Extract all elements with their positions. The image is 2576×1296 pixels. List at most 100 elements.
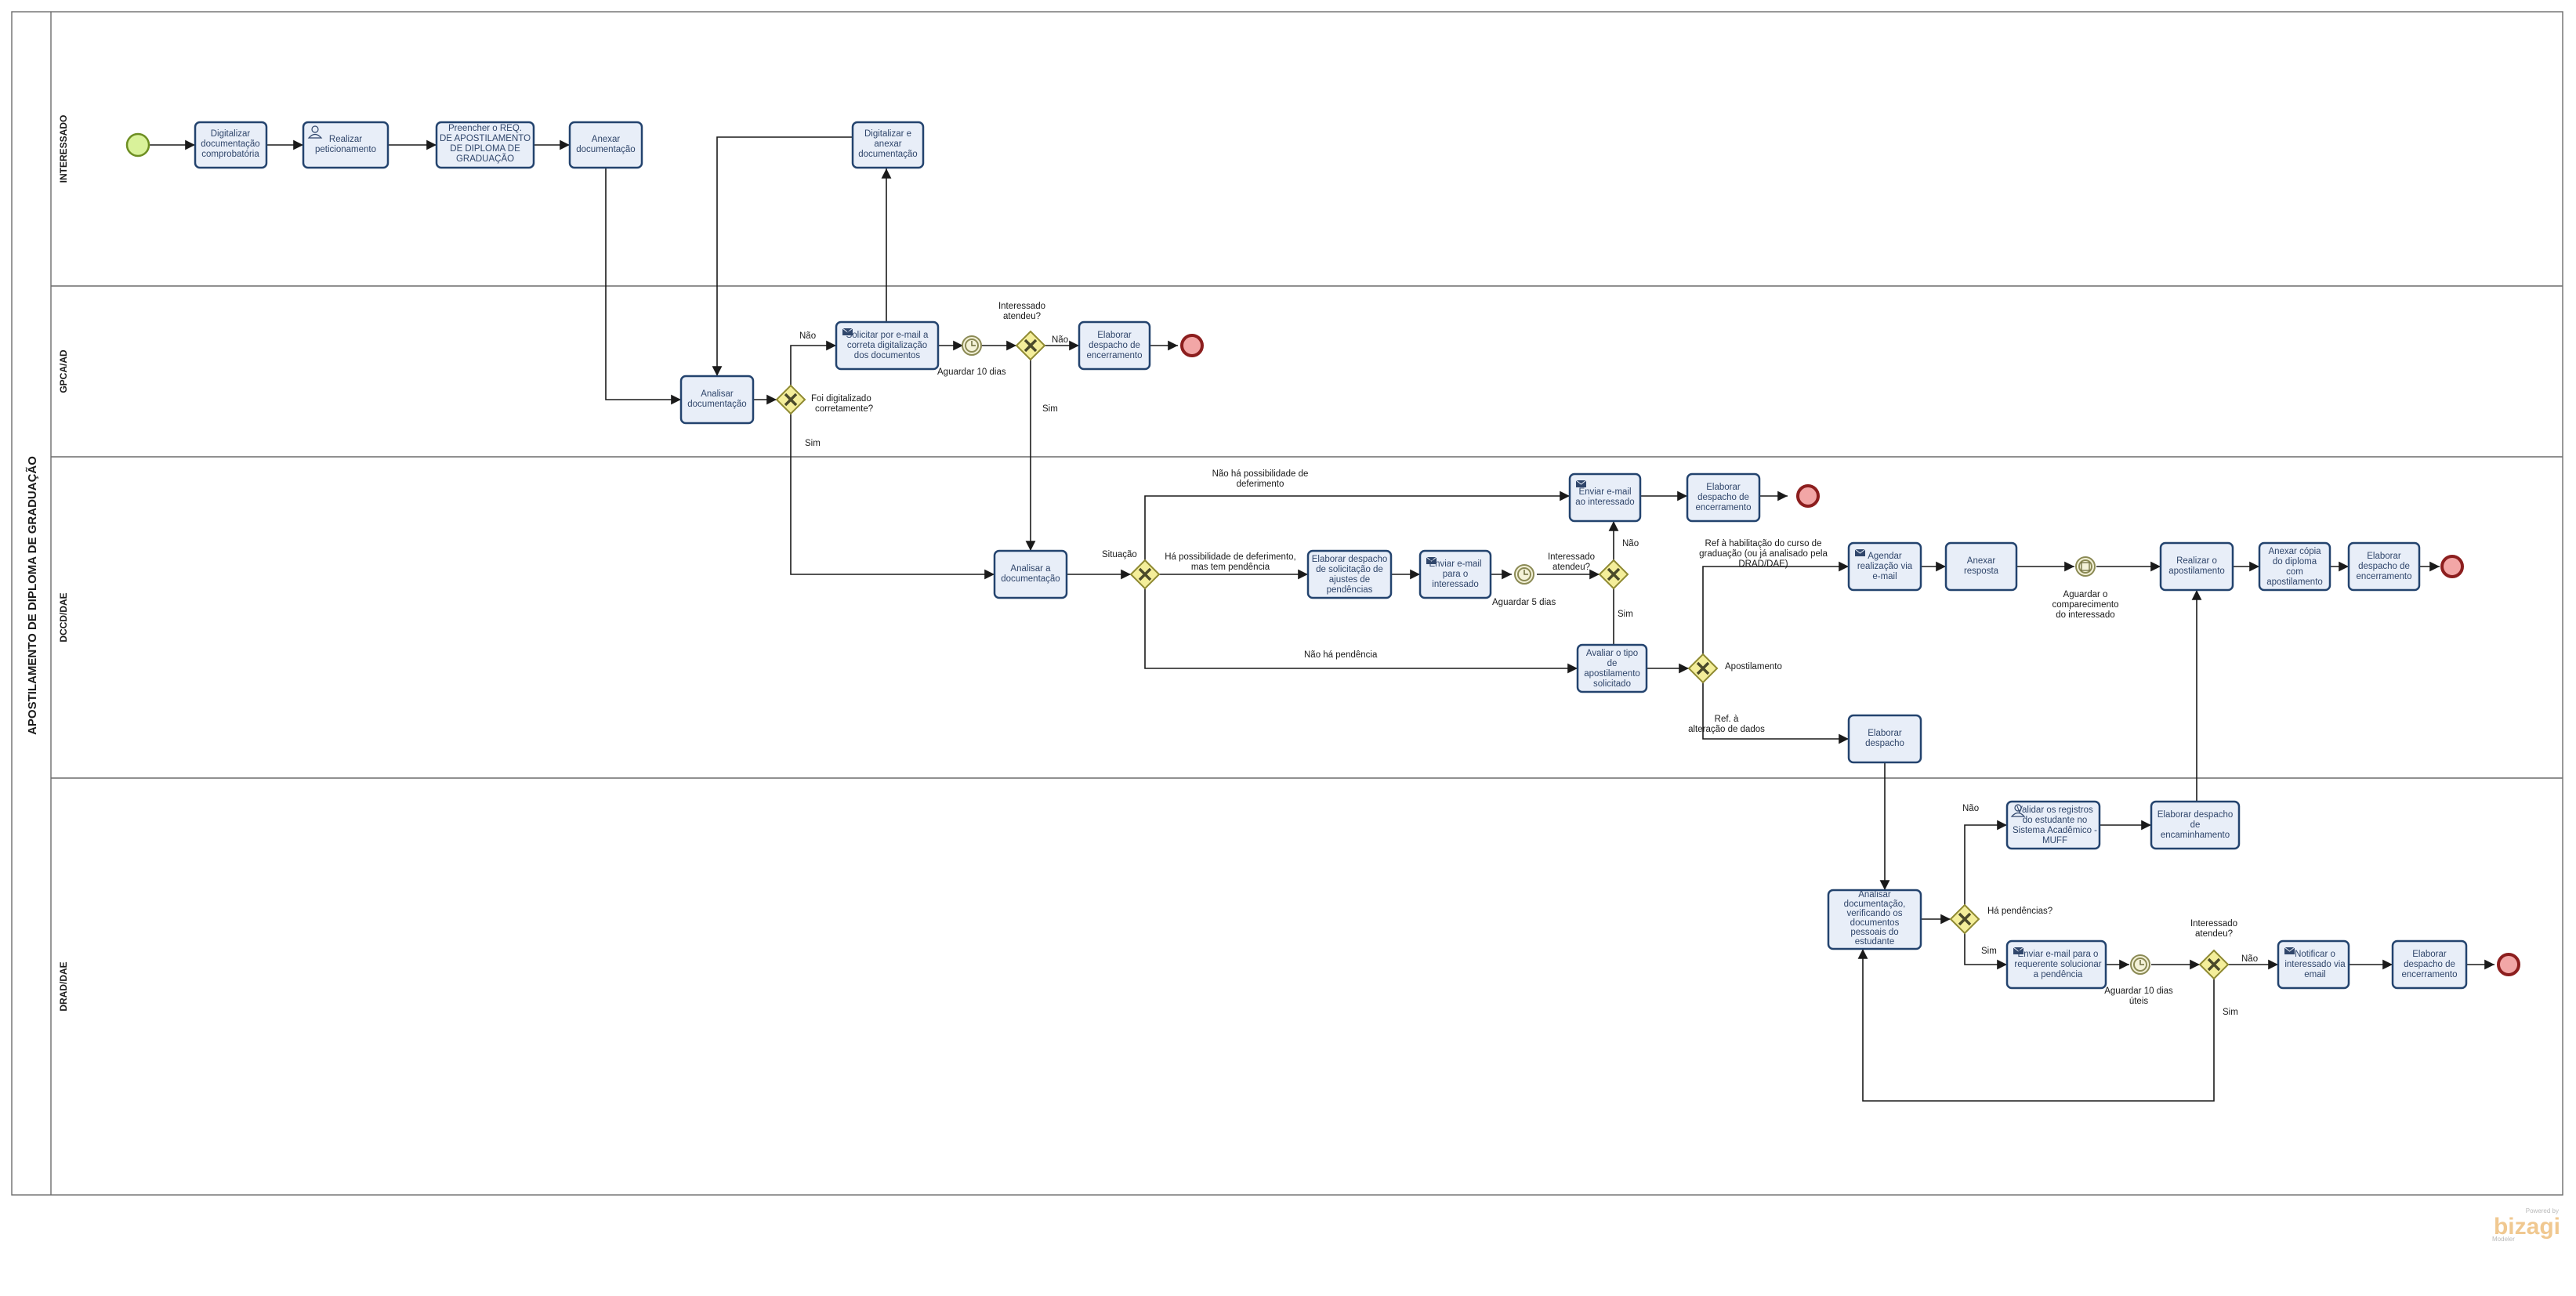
task-realizar-peticionamento[interactable] [302,121,389,169]
tasks [194,121,2468,990]
flow-label: Sim [2223,1008,2238,1017]
envelope-icon [842,328,853,335]
flow-label: Não [1052,335,1068,345]
envelope-icon [1426,556,1437,564]
task-notificar-interessado[interactable] [2277,939,2350,990]
exclusive-gateway [2198,949,2230,980]
envelope-icon [1854,548,1866,556]
task-avaliar-tipo-apostilamento[interactable] [1576,643,1648,693]
flow-label: Não [2241,954,2258,964]
task-digitalizar-documentacao[interactable] [194,121,268,169]
task-email-pendencia[interactable] [2005,939,2107,990]
svg-text:Modeler: Modeler [2492,1236,2515,1243]
exclusive-gateway [1687,653,1719,684]
timers [962,335,2150,975]
pool-title: APOSTILAMENTO DE DIPLOMA DE GRADUAÇÃO [25,456,39,735]
timer-icon [2130,954,2150,975]
task-preencher-requerimento[interactable] [435,121,535,169]
task-elaborar-despacho[interactable] [1847,714,1922,764]
end-event [1180,334,1204,357]
gateway-label: Situação [1102,550,1137,559]
bizagi-logo: Powered by bizagi Modeler [2492,1207,2560,1243]
task-anexar-documentacao[interactable] [568,121,643,169]
task-encerramento-gpca[interactable] [1078,320,1151,371]
task-analisar-a-documentacao[interactable] [993,549,1068,599]
task-agendar-realizacao[interactable] [1847,541,1922,592]
flow-label: Não [799,331,816,341]
task-anexar-resposta[interactable] [1944,541,2018,592]
task-validar-registros[interactable] [2005,800,2101,850]
gateways [775,330,2230,980]
end-event [2440,555,2464,578]
task-despacho-ajustes[interactable] [1306,549,1393,599]
user-task-icon [307,125,323,139]
task-encerramento-dccd-1[interactable] [1686,472,1761,523]
task-despacho-encaminhamento[interactable] [2150,800,2241,850]
user-task-icon [2010,804,2026,817]
flow-label: Sim [1618,610,1633,619]
task-analisar-documentacao-gpca[interactable] [679,375,755,425]
flow-label: Não [1622,539,1639,548]
pool: APOSTILAMENTO DE DIPLOMA DE GRADUAÇÃO IN… [11,11,2563,1196]
envelope-icon [1575,480,1587,487]
task-encerramento-drad[interactable] [2391,939,2468,990]
task-icons [307,125,2295,954]
envelope-icon [2013,947,2024,954]
flow-label: Sim [1042,404,1058,414]
task-anexar-copia-diploma[interactable] [2258,541,2331,592]
flow-label: Não há pendência [1304,650,1378,660]
timer-label: Aguardar 10 dias [937,367,1006,377]
envelope-icon [2284,947,2295,954]
task-realizar-apostilamento[interactable] [2159,541,2234,592]
task-enviar-email-para-interessado[interactable] [1418,549,1492,599]
task-solicitar-digitalizacao[interactable] [835,320,940,371]
exclusive-gateway [1129,559,1161,590]
task-analisar-documentos-pessoais[interactable] [1827,889,1922,950]
task-digitalizar-e-anexar[interactable] [851,121,925,169]
gateway-label: Apostilamento [1725,662,1782,672]
exclusive-gateway [775,384,806,415]
lane-drad: DRAD/DAE [58,961,69,1011]
exclusive-gateway [1015,330,1046,361]
task-enviar-email-interessado[interactable] [1568,472,1642,523]
timer-icon [1514,564,1534,585]
lane-gpca: GPCA/AD [58,349,69,393]
lane-dccd: DCCD/DAE [58,592,69,642]
task-encerramento-dccd-2[interactable] [2347,541,2421,592]
lane-interessado: INTERESSADO [58,115,69,183]
